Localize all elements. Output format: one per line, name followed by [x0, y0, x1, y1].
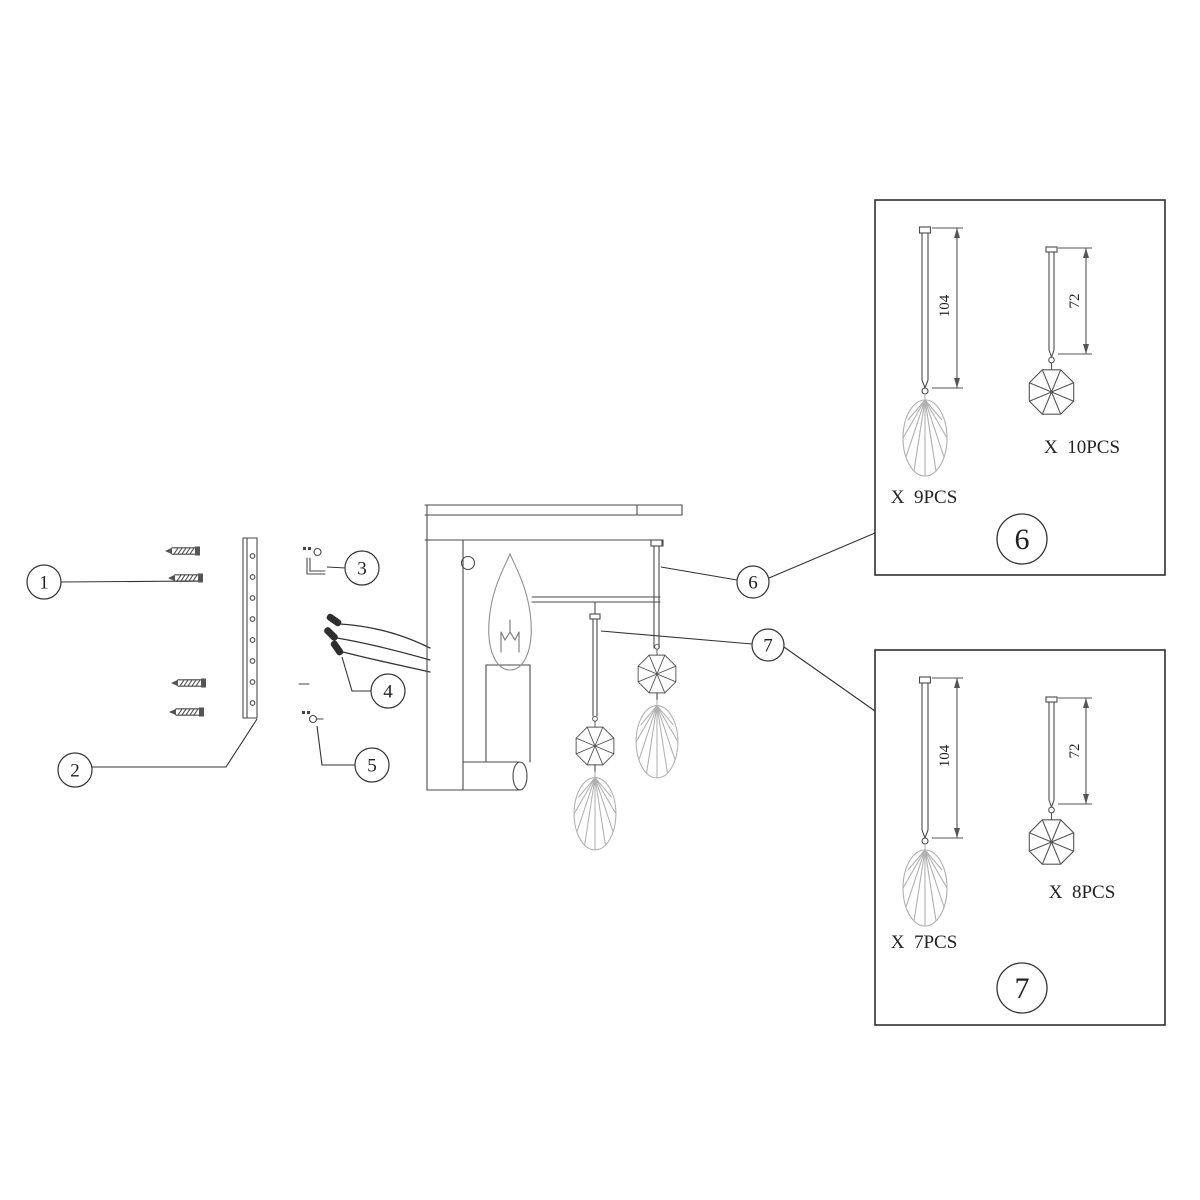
octagon-crystal-icon — [637, 643, 677, 694]
callout-1: 1 — [26, 564, 62, 600]
bulb — [488, 552, 532, 671]
box7-octagon-assembly — [1028, 696, 1092, 865]
octagon-crystal-icon — [575, 715, 615, 766]
connector-cap-icon — [324, 627, 338, 641]
box7-drop-assembly — [902, 676, 963, 927]
detail-box-6-frame — [874, 199, 1166, 576]
screw-icon — [168, 706, 205, 718]
callout-6: 6 — [736, 565, 770, 599]
fixture-body — [424, 504, 683, 791]
callout-2-label: 2 — [70, 761, 80, 782]
mounting-bracket — [242, 537, 258, 719]
box6-badge-circle — [996, 513, 1048, 565]
box6-octagon-length: 72 — [1067, 294, 1083, 309]
pendant-chain-middle — [573, 601, 617, 851]
box7-drop-length: 104 — [937, 744, 953, 767]
box6-drop-assembly — [902, 226, 963, 477]
box7-badge: 7 — [1015, 972, 1030, 1005]
leader-4 — [341, 656, 371, 692]
box6-drop-count: X 9PCS — [891, 487, 958, 508]
callouts: 1 2 3 4 5 6 7 — [26, 550, 785, 788]
connector-cap-icon — [330, 640, 344, 656]
callout-3: 3 — [344, 550, 380, 586]
pendant-chain-right — [635, 539, 679, 779]
set-screw — [302, 711, 324, 724]
screw-icon — [164, 545, 201, 557]
teardrop-crystal-icon — [635, 699, 679, 779]
callout-6-label: 6 — [748, 573, 758, 594]
callout-3-label: 3 — [357, 559, 367, 580]
box6-octagon-count: X 10PCS — [1044, 437, 1120, 458]
leader-5 — [316, 725, 356, 766]
detail-box-7: 104 72 X 7PCS X 8PCS 7 — [874, 649, 1166, 1026]
leader-2 — [91, 718, 258, 768]
screw-icon — [170, 677, 207, 689]
leader-6 — [660, 532, 876, 581]
box6-octagon-dimension — [1058, 247, 1092, 355]
hook-bracket — [303, 547, 326, 575]
leader-lines — [59, 532, 876, 768]
callout-5: 5 — [354, 747, 390, 783]
box7-octagon-dimension — [1058, 697, 1092, 805]
screws-group — [164, 545, 207, 718]
connector-cap-icon — [326, 613, 342, 627]
callout-5-label: 5 — [367, 756, 377, 777]
callout-7: 7 — [751, 628, 785, 662]
main-drawing — [164, 504, 683, 851]
box6-badge: 6 — [1015, 523, 1030, 556]
callout-4-label: 4 — [383, 682, 393, 703]
detail-box-6: 104 72 X 9PCS X 10PCS 6 — [874, 199, 1166, 576]
leader-3 — [326, 566, 347, 569]
callout-4: 4 — [370, 673, 406, 709]
box7-octagon-length: 72 — [1067, 744, 1083, 759]
callout-2: 2 — [57, 752, 93, 788]
box7-drop-dimension — [932, 677, 963, 839]
callout-1-label: 1 — [39, 573, 49, 594]
wire-connectors — [298, 613, 431, 685]
leader-1 — [59, 580, 199, 583]
box6-drop-dimension — [932, 227, 963, 389]
box7-drop-count: X 7PCS — [891, 932, 958, 953]
box6-drop-length: 104 — [937, 294, 953, 317]
callout-7-label: 7 — [763, 636, 773, 657]
box7-badge-circle — [996, 962, 1048, 1014]
box6-octagon-assembly — [1028, 246, 1092, 415]
teardrop-crystal-icon — [573, 771, 617, 851]
box7-octagon-count: X 8PCS — [1049, 882, 1116, 903]
leader-7 — [600, 630, 876, 712]
